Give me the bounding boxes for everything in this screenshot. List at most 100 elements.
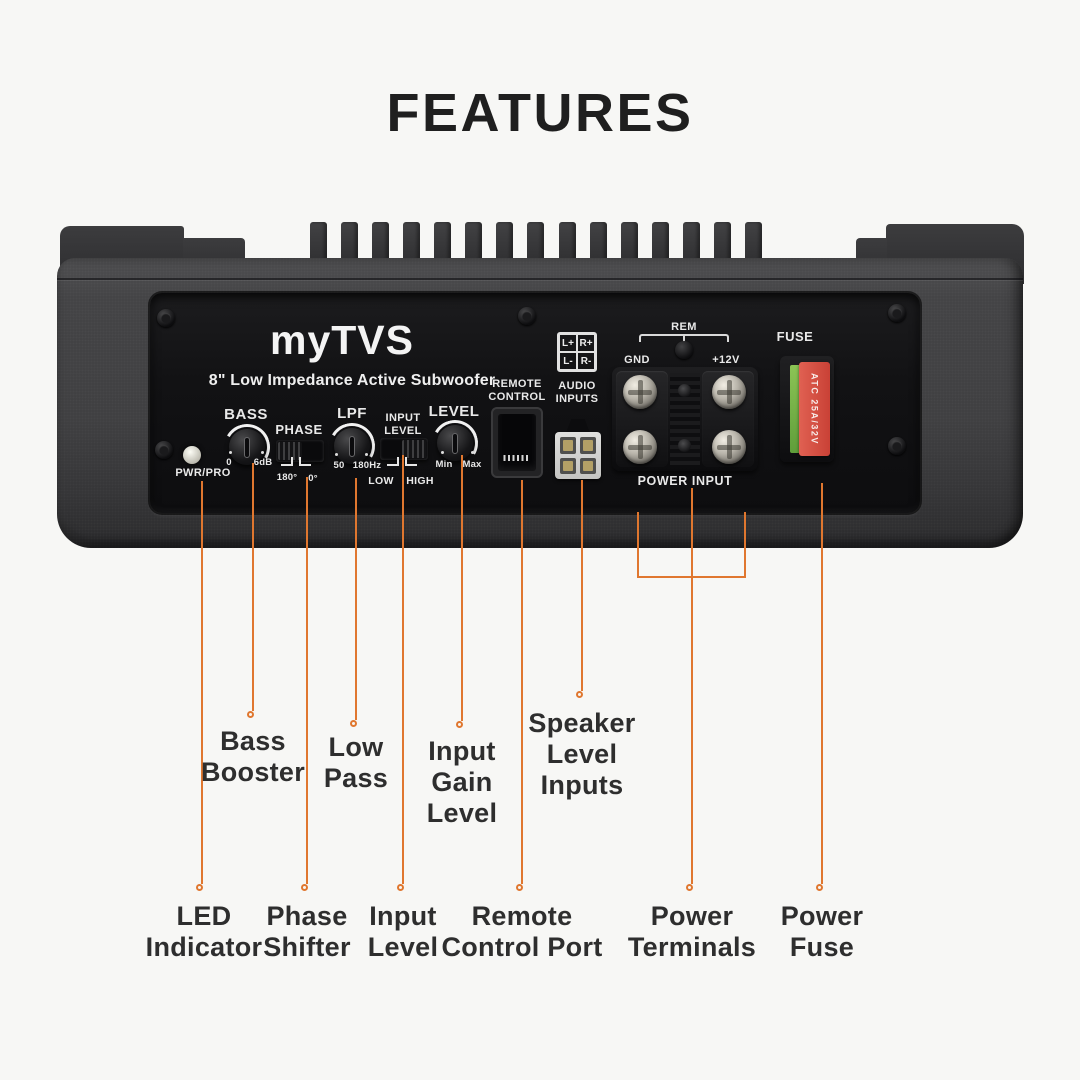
input-low-label: LOW bbox=[368, 475, 394, 487]
audio-channel-grid: L+ R+ L- R- bbox=[557, 332, 597, 372]
scale-dot bbox=[261, 451, 264, 454]
led-label: PWR/PRO bbox=[175, 467, 231, 479]
level-knob[interactable] bbox=[432, 420, 478, 466]
heatsink-fins bbox=[310, 222, 762, 266]
level-max-label: Max bbox=[462, 459, 482, 470]
fuse-rating-text: ATC 25A/32V bbox=[809, 373, 820, 445]
switch-position-mark bbox=[299, 457, 311, 466]
gnd-label: GND bbox=[624, 354, 650, 366]
page-title: FEATURES bbox=[386, 83, 694, 143]
panel-screw bbox=[518, 307, 536, 325]
lpf-min-label: 50 bbox=[333, 460, 345, 471]
callout-line-input-gain-level bbox=[461, 455, 463, 721]
power-protect-led bbox=[183, 446, 201, 464]
phase-right-label: 0° bbox=[308, 473, 318, 484]
scale-dot bbox=[441, 451, 444, 454]
callout-line-low-pass bbox=[355, 478, 357, 720]
bass-max-label: 6dB bbox=[253, 457, 273, 468]
audio-inputs-label: AUDIO INPUTS bbox=[555, 380, 599, 405]
power-input-label: POWER INPUT bbox=[637, 474, 733, 488]
audio-input-connector[interactable] bbox=[555, 432, 601, 479]
callout-label-low-pass: Low Pass bbox=[323, 732, 389, 793]
fuse-label: FUSE bbox=[776, 329, 814, 344]
bass-knob[interactable] bbox=[224, 424, 270, 470]
callout-label-phase-shifter: Phase Shifter bbox=[263, 901, 351, 962]
switch-position-mark bbox=[405, 457, 417, 466]
lpf-max-label: 180Hz bbox=[352, 460, 382, 471]
callout-label-remote-control-port: Remote Control Port bbox=[441, 901, 603, 962]
scale-dot bbox=[471, 451, 474, 454]
phase-switch[interactable] bbox=[276, 440, 324, 462]
callout-line-power-fuse bbox=[821, 483, 823, 884]
remote-control-jack[interactable] bbox=[491, 407, 543, 478]
callout-line-phase-shifter bbox=[306, 477, 308, 884]
callout-label-input-gain-level: Input Gain Level bbox=[426, 736, 498, 828]
fuse-cartridge: ATC 25A/32V bbox=[799, 362, 830, 456]
panel-screw bbox=[888, 437, 906, 455]
remote-control-label: REMOTE CONTROL bbox=[488, 378, 546, 403]
callout-dot-low-pass bbox=[350, 720, 357, 727]
bass-label: BASS bbox=[224, 406, 268, 423]
terminal-screw bbox=[623, 375, 657, 409]
panel-screw bbox=[888, 304, 906, 322]
callout-label-bass-booster: Bass Booster bbox=[200, 726, 306, 787]
callout-dot-input-gain-level bbox=[456, 721, 463, 728]
brand-logo: myTVS bbox=[270, 317, 414, 363]
terminal-small-screw bbox=[678, 439, 691, 452]
terminal-small-screw bbox=[678, 384, 691, 397]
input-level-switch[interactable] bbox=[380, 438, 428, 460]
callout-dot-power-fuse bbox=[816, 884, 823, 891]
callout-label-led-indicator: LED Indicator bbox=[145, 901, 263, 962]
plus-12v-label: +12V bbox=[712, 354, 740, 366]
audio-grid-cell: L+ bbox=[559, 334, 577, 352]
power-terminal-block[interactable] bbox=[612, 367, 758, 471]
callout-label-power-fuse: Power Fuse bbox=[780, 901, 864, 962]
callout-bracket-leg-left-power-terminals bbox=[637, 512, 639, 578]
rem-label: REM bbox=[671, 321, 697, 333]
callout-dot-power-terminals bbox=[686, 884, 693, 891]
callout-dot-speaker-level-inputs bbox=[576, 691, 583, 698]
level-min-label: Min bbox=[435, 459, 453, 470]
callout-label-input-level: Input Level bbox=[367, 901, 439, 962]
lpf-label: LPF bbox=[337, 405, 367, 422]
terminal-screw bbox=[712, 430, 746, 464]
rem-bracket-line bbox=[639, 334, 729, 342]
switch-position-mark bbox=[281, 457, 293, 466]
audio-grid-cell: R+ bbox=[577, 334, 595, 352]
callout-dot-phase-shifter bbox=[301, 884, 308, 891]
panel-screw bbox=[157, 309, 175, 327]
rem-terminal-screw bbox=[675, 341, 693, 359]
callout-dot-led-indicator bbox=[196, 884, 203, 891]
phase-left-label: 180° bbox=[276, 472, 298, 483]
callout-line-led-indicator bbox=[201, 481, 203, 884]
callout-dot-input-level bbox=[397, 884, 404, 891]
callout-line-speaker-level-inputs bbox=[581, 480, 583, 691]
audio-grid-cell: L- bbox=[559, 352, 577, 370]
callout-dot-bass-booster bbox=[247, 711, 254, 718]
callout-line-power-terminals bbox=[691, 488, 693, 884]
audio-grid-cell: R- bbox=[577, 352, 595, 370]
callout-bracket-leg-right-power-terminals bbox=[744, 512, 746, 578]
callout-label-power-terminals: Power Terminals bbox=[627, 901, 757, 962]
lpf-knob[interactable] bbox=[329, 423, 375, 469]
scale-dot bbox=[365, 453, 368, 456]
callout-line-bass-booster bbox=[252, 463, 254, 711]
callout-dot-remote-control-port bbox=[516, 884, 523, 891]
callout-line-input-level bbox=[402, 455, 404, 884]
scale-dot bbox=[335, 453, 338, 456]
level-label: LEVEL bbox=[428, 403, 480, 420]
callout-line-remote-control-port bbox=[521, 480, 523, 884]
input-high-label: HIGH bbox=[406, 475, 434, 487]
scale-dot bbox=[229, 451, 232, 454]
fuse-holder[interactable]: ATC 25A/32V bbox=[780, 356, 834, 462]
callout-label-speaker-level-inputs: Speaker Level Inputs bbox=[528, 708, 636, 800]
terminal-screw bbox=[712, 375, 746, 409]
phase-label: PHASE bbox=[275, 422, 323, 437]
product-subtitle: 8" Low Impedance Active Subwoofer bbox=[208, 372, 496, 389]
audio-connector-clip bbox=[566, 419, 590, 433]
terminal-screw bbox=[623, 430, 657, 464]
control-panel: myTVS 8" Low Impedance Active Subwoofer … bbox=[150, 293, 920, 513]
switch-position-mark bbox=[387, 457, 399, 466]
bass-min-label: 0 bbox=[226, 457, 232, 468]
